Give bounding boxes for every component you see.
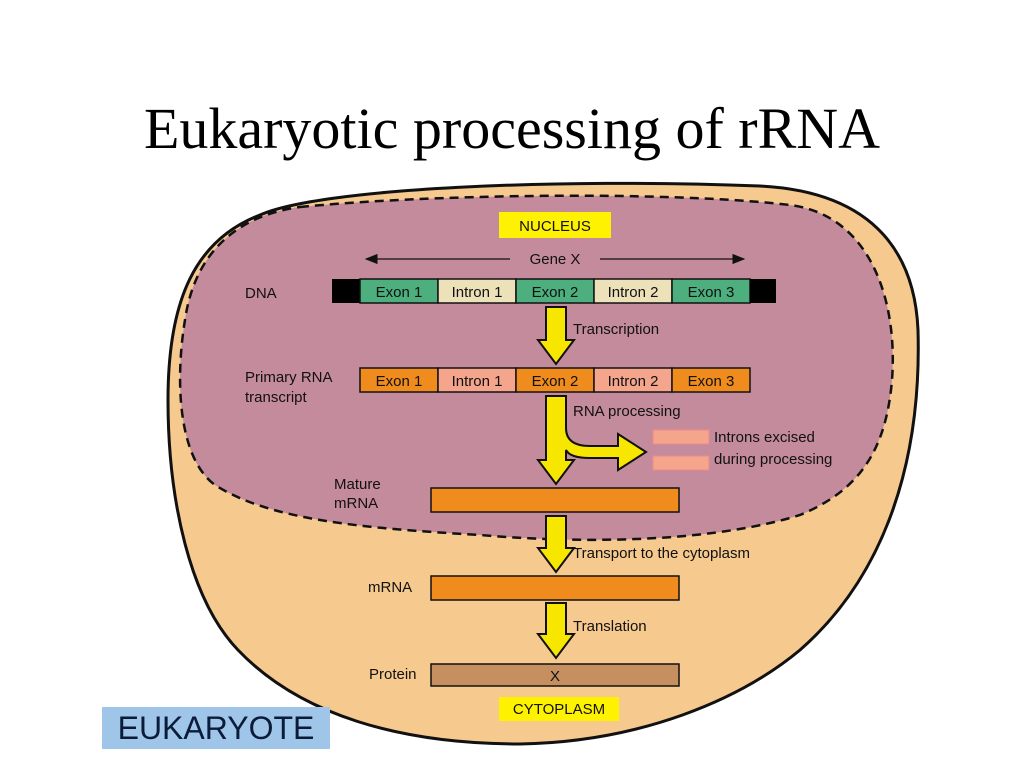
mrna-label: mRNA	[368, 579, 412, 596]
excised-intron-1	[652, 429, 710, 445]
protein-bar	[430, 663, 680, 687]
protein-label: Protein	[369, 666, 417, 683]
introns-excised-line2: during processing	[714, 451, 832, 468]
transport-arrow	[536, 515, 576, 574]
primary-rna-label-line2: transcript	[245, 389, 308, 406]
dna-label: DNA	[245, 285, 277, 302]
rna-processing-label: RNA processing	[573, 403, 681, 420]
rna-seg-5-text: Exon 3	[688, 373, 735, 390]
dna-intron-1	[437, 278, 517, 304]
translation-label: Translation	[573, 618, 647, 635]
translation-arrow	[536, 602, 576, 660]
mature-mrna-bar	[430, 487, 680, 513]
introns-excised-line1: Introns excised	[714, 429, 815, 446]
dna-flank-left	[332, 279, 360, 303]
dna-seg-3-text: Exon 2	[532, 284, 579, 301]
dna-exon-2	[515, 278, 595, 304]
dna-intron-2	[593, 278, 673, 304]
cytoplasm-tag	[499, 697, 619, 721]
nucleus-tag	[499, 212, 611, 238]
transcription-label: Transcription	[573, 321, 659, 338]
mature-mrna-label-line2: mRNA	[334, 495, 378, 512]
excised-intron-2	[652, 455, 710, 471]
eukaryote-label: EUKARYOTE	[102, 707, 330, 749]
slide-title: Eukaryotic processing of rRNA	[143, 96, 881, 161]
transcription-arrow	[536, 306, 576, 366]
dna-seg-1-text: Exon 1	[376, 284, 423, 301]
rna-exon-3	[671, 367, 751, 393]
nucleus-tag-text: NUCLEUS	[519, 218, 591, 235]
dna-strand: Exon 1 Intron 1 Exon 2 Intron 2 Exon 3	[332, 278, 776, 304]
dna-seg-4-text: Intron 2	[608, 284, 659, 301]
dna-seg-2-text: Intron 1	[452, 284, 503, 301]
mrna-bar	[430, 575, 680, 601]
cytoplasm-tag-text: CYTOPLASM	[513, 701, 605, 718]
mature-mrna-label-line1: Mature	[334, 476, 381, 493]
rna-intron-2	[593, 367, 673, 393]
protein-name: X	[550, 668, 560, 685]
rna-seg-3-text: Exon 2	[532, 373, 579, 390]
rna-seg-2-text: Intron 1	[452, 373, 503, 390]
transport-label: Transport to the cytoplasm	[573, 545, 750, 562]
rna-seg-4-text: Intron 2	[608, 373, 659, 390]
primary-rna-strand: Exon 1 Intron 1 Exon 2 Intron 2 Exon 3	[359, 367, 751, 393]
dna-seg-5-text: Exon 3	[688, 284, 735, 301]
dna-flank-right	[750, 279, 776, 303]
rna-seg-1-text: Exon 1	[376, 373, 423, 390]
dna-exon-3	[671, 278, 751, 304]
primary-rna-label-line1: Primary RNA	[245, 369, 333, 386]
gene-label: Gene X	[530, 251, 581, 268]
rna-processing-arrow	[536, 395, 648, 486]
